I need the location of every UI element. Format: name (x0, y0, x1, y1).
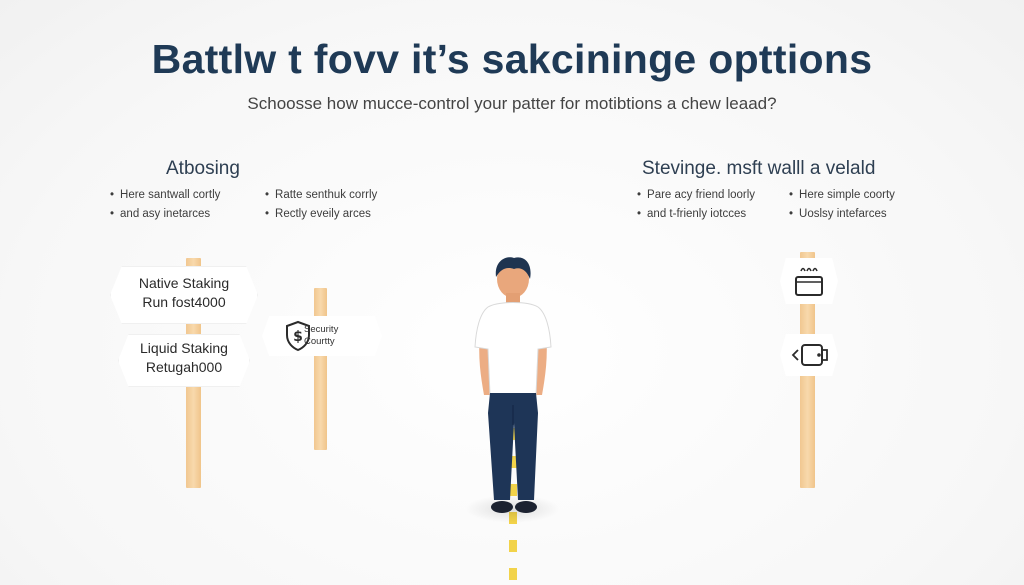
sign-line: Native Staking (138, 275, 230, 291)
bullet-item: Ratte senthuk corrly (265, 186, 377, 205)
right-heading: Stevinge. msft walll a velald (642, 158, 876, 179)
bullet-item: and asy inetarces (110, 205, 220, 224)
box-sign (780, 258, 838, 304)
left-bullets-col1: Here santwall cortly and asy inetarces (110, 186, 220, 224)
page-subtitle: Schoosse how mucce-control your patter f… (247, 94, 777, 113)
figure-shadow (465, 495, 560, 523)
box-icon (793, 262, 825, 304)
bullet-item: Pare acy friend loorly (637, 186, 755, 205)
sign-line: Run fost4000 (142, 294, 226, 310)
security-sign-line: Security (304, 324, 339, 335)
left-bullets-col2: Ratte senthuk corrly Rectly eveily arces (265, 186, 377, 224)
security-sign: $ Security Courtty (262, 316, 382, 356)
left-heading: Atbosing (166, 158, 240, 179)
security-signpost-pole (314, 288, 327, 450)
liquid-staking-sign: Liquid Staking Retugah000 (118, 334, 250, 387)
person-figure (470, 255, 556, 525)
road-center-line (509, 400, 517, 585)
bullet-item: Here santwall cortly (110, 186, 220, 205)
shield-dollar-icon: $ (284, 320, 312, 356)
security-sign-line: Courtty (304, 336, 335, 347)
sign-line: Liquid Staking (140, 340, 228, 356)
page-title: Battlw t fovv it’s sakcininge opttions (151, 36, 873, 82)
wallet-icon (790, 341, 830, 374)
wallet-sign (780, 334, 838, 376)
bullet-item: Here simple coorty (789, 186, 895, 205)
bullet-item: and t-frienly iotcces (637, 205, 755, 224)
right-bullets-col2: Here simple coorty Uoslsy intefarces (789, 186, 895, 224)
bullet-item: Uoslsy intefarces (789, 205, 895, 224)
bullet-item: Rectly eveily arces (265, 205, 377, 224)
svg-text:$: $ (293, 329, 303, 345)
right-bullets-col1: Pare acy friend loorly and t-frienly iot… (637, 186, 755, 224)
native-staking-sign: Native Staking Run fost4000 (110, 266, 258, 324)
sign-line: Retugah000 (145, 359, 223, 375)
